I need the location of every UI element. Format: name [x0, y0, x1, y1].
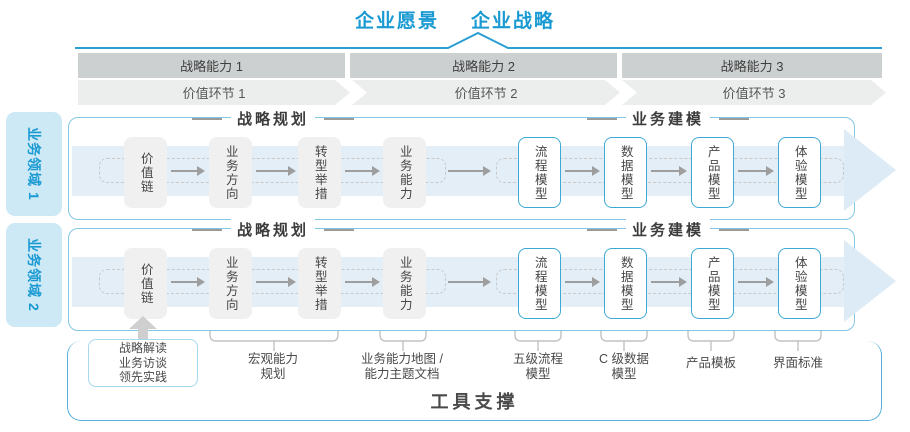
node-label: 产品模型: [705, 144, 720, 201]
title-rule: [719, 228, 750, 231]
peak-line: [75, 31, 882, 49]
node-label: 体验模型: [792, 255, 807, 312]
node-label: 流程模型: [532, 255, 547, 312]
section-title-text: 战略规划: [230, 219, 316, 240]
annotation-c-level-data-model: C 级数据 模型: [598, 352, 650, 381]
section-title-text: 业务建模: [625, 219, 711, 240]
section-title-strategic-planning: 战略规划: [191, 219, 355, 240]
node-label: 业务能力: [397, 144, 412, 201]
up-arrow-icon: [129, 316, 157, 341]
arrow-icon: [565, 166, 600, 176]
node-label: 价值链: [138, 151, 153, 194]
arrow-icon: [345, 277, 380, 287]
annotation-macro-capability-planning: 宏观能力 规划: [247, 352, 299, 381]
arrow-icon: [448, 277, 491, 287]
node-label: 数据模型: [618, 255, 633, 312]
node-label: 数据模型: [618, 144, 633, 201]
arrow-icon: [448, 166, 491, 176]
enterprise-strategy-title: 企业战略: [471, 11, 556, 32]
arrow-icon: [345, 166, 380, 176]
value-link-chevron-1: 价值环节 1: [78, 80, 350, 105]
section-title-text: 业务建模: [625, 108, 711, 129]
title-rule: [191, 117, 222, 120]
arrow-icon: [738, 166, 774, 176]
value-link-chevron-2: 价值环节 2: [352, 80, 620, 105]
node-label: 流程模型: [532, 144, 547, 201]
enterprise-vision-title: 企业愿景: [354, 11, 439, 32]
annotation-level5-process-model: 五级流程 模型: [512, 352, 564, 381]
annotation-ui-standard: 界面标准: [772, 356, 824, 370]
arrow-icon: [256, 166, 296, 176]
node-value-chain: 价值链: [124, 248, 167, 319]
node-transformation-initiatives: 转型举措: [298, 137, 341, 208]
title-rule: [191, 228, 222, 231]
node-label: 业务方向: [223, 144, 238, 201]
tool-support-container: 工具支撑: [67, 341, 882, 421]
capability-bar-1: 战略能力 1: [78, 53, 345, 78]
arrow-icon: [651, 277, 687, 287]
domain-tab-1: 业务领域 1: [6, 112, 62, 216]
node-label: 价值链: [138, 262, 153, 305]
node-data-model: 数据模型: [604, 248, 647, 319]
arrow-icon: [256, 277, 296, 287]
node-process-model: 流程模型: [518, 248, 561, 319]
node-label: 转型举措: [312, 255, 327, 312]
capability-bar-3: 战略能力 3: [622, 53, 882, 78]
header: 企业愿景 企业战略: [0, 6, 910, 33]
node-business-direction: 业务方向: [209, 137, 252, 208]
node-process-model: 流程模型: [518, 137, 561, 208]
arrow-icon: [171, 277, 205, 287]
node-label: 业务能力: [397, 255, 412, 312]
flow-band-arrowhead-icon: [844, 240, 896, 322]
tool-support-title: 工具支撑: [430, 392, 519, 412]
node-data-model: 数据模型: [604, 137, 647, 208]
domain-row-1-panel: 价值链 业务方向 转型举措 业务能力 流程模型 数据模型 产品模型 体验模型 战…: [68, 108, 896, 220]
node-product-model: 产品模型: [691, 248, 734, 319]
domain-tab-2-label: 业务领域 2: [26, 238, 42, 312]
title-rule: [719, 117, 750, 120]
title-rule: [324, 117, 355, 120]
node-label: 产品模型: [705, 255, 720, 312]
flow-band-arrowhead-icon: [844, 129, 896, 211]
node-label: 转型举措: [312, 144, 327, 201]
dashed-track-modeling: [496, 158, 844, 183]
node-value-chain: 价值链: [124, 137, 167, 208]
node-business-capability: 业务能力: [383, 137, 426, 208]
section-title-business-modeling: 业务建模: [586, 219, 750, 240]
domain-tab-2: 业务领域 2: [6, 223, 62, 327]
dashed-track-modeling: [496, 269, 844, 294]
arrow-icon: [565, 277, 600, 287]
practice-inputs-box: 战略解读 业务访谈 领先实践: [88, 339, 198, 387]
title-rule: [324, 228, 355, 231]
arrow-icon: [738, 277, 774, 287]
title-rule: [586, 117, 617, 120]
arrow-icon: [651, 166, 687, 176]
section-title-strategic-planning: 战略规划: [191, 108, 355, 129]
title-rule: [586, 228, 617, 231]
section-title-business-modeling: 业务建模: [586, 108, 750, 129]
value-link-chevron-3: 价值环节 3: [622, 80, 886, 105]
node-label: 体验模型: [792, 144, 807, 201]
capability-bar-2: 战略能力 2: [350, 53, 617, 78]
arrow-icon: [171, 166, 205, 176]
node-label: 业务方向: [223, 255, 238, 312]
dashed-track-planning: [99, 269, 446, 294]
annotation-product-template: 产品模板: [685, 356, 737, 370]
node-experience-model: 体验模型: [778, 248, 821, 319]
node-business-direction: 业务方向: [209, 248, 252, 319]
domain-row-2-panel: 价值链 业务方向 转型举措 业务能力 流程模型 数据模型 产品模型 体验模型 战…: [68, 219, 896, 331]
domain-tab-1-label: 业务领域 1: [26, 127, 42, 201]
node-business-capability: 业务能力: [383, 248, 426, 319]
section-title-text: 战略规划: [230, 108, 316, 129]
node-transformation-initiatives: 转型举措: [298, 248, 341, 319]
annotation-capability-map-docs: 业务能力地图 / 能力主题文档: [361, 352, 443, 381]
node-product-model: 产品模型: [691, 137, 734, 208]
dashed-track-planning: [99, 158, 446, 183]
node-experience-model: 体验模型: [778, 137, 821, 208]
